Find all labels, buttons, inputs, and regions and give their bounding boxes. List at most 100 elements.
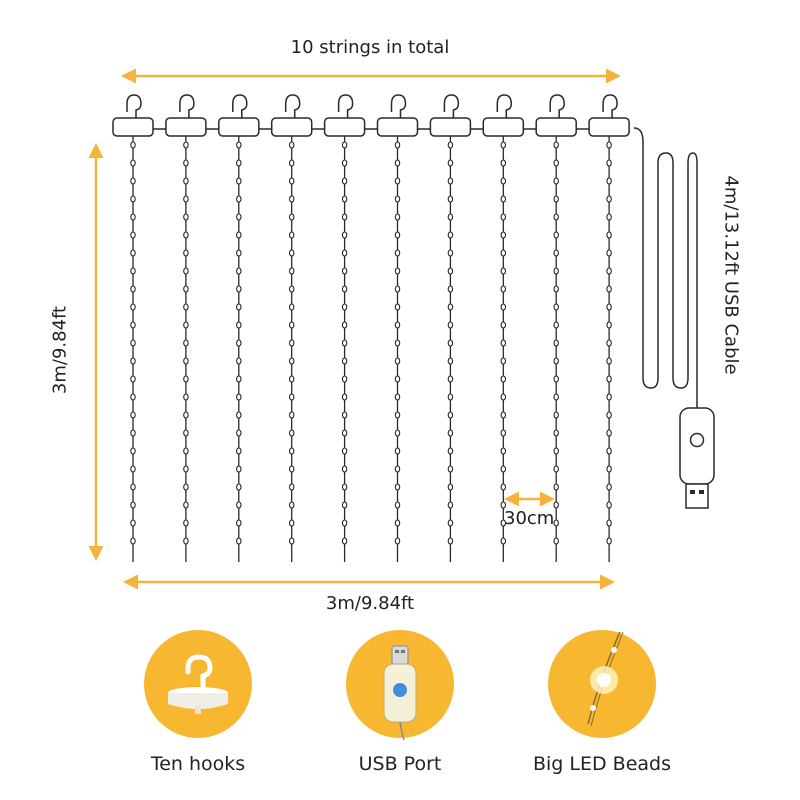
led-bead	[553, 159, 559, 167]
led-bead	[447, 429, 454, 437]
hook-icon	[232, 94, 248, 118]
led-bead	[236, 195, 242, 203]
led-bead	[553, 411, 559, 419]
light-string	[429, 94, 472, 562]
led-bead	[553, 321, 559, 329]
led-bead	[236, 375, 242, 383]
led-bead	[394, 429, 401, 437]
led-bead	[341, 321, 348, 329]
led-bead	[447, 339, 454, 347]
led-bead	[553, 339, 559, 347]
led-bead	[447, 411, 454, 419]
led-bead	[288, 303, 295, 311]
led-bead	[394, 177, 401, 185]
led-bead	[500, 177, 507, 185]
led-bead	[183, 321, 189, 329]
led-bead	[394, 357, 401, 365]
led-bead	[394, 303, 401, 311]
hook-base	[588, 117, 630, 137]
hook-icon	[168, 654, 228, 714]
hook-icon	[126, 94, 142, 118]
led-bead	[288, 393, 295, 401]
led-bead	[500, 519, 507, 527]
led-bead	[606, 249, 612, 257]
led-bead	[130, 411, 136, 419]
led-bead	[236, 411, 242, 419]
led-bead	[288, 321, 295, 329]
led-bead	[288, 465, 295, 473]
led-bead	[606, 321, 612, 329]
led-bead	[130, 195, 136, 203]
led-bead	[288, 177, 295, 185]
led-bead	[500, 357, 507, 365]
led-bead	[553, 285, 559, 293]
led-bead	[606, 339, 612, 347]
led-bead	[394, 375, 401, 383]
string-spacing-label: 30cm	[504, 508, 555, 529]
hook-base	[376, 117, 419, 137]
led-bead	[130, 285, 136, 293]
led-bead	[341, 465, 348, 473]
led-bead	[606, 141, 612, 149]
hook-base	[429, 117, 472, 137]
led-bead	[236, 249, 242, 257]
led-bead	[553, 141, 559, 149]
led-bead	[341, 375, 348, 383]
led-bead	[130, 393, 136, 401]
led-bead	[500, 321, 507, 329]
height-label: 3m/9.84ft	[49, 305, 71, 395]
led-bead	[288, 285, 295, 293]
led-bead	[236, 483, 242, 491]
led-bead	[553, 501, 559, 509]
led-bead	[341, 285, 348, 293]
hook-icon	[549, 94, 565, 118]
led-bead	[288, 537, 295, 545]
led-bead	[500, 231, 507, 239]
led-bead	[341, 429, 348, 437]
led-bead	[130, 375, 136, 383]
led-bead	[606, 501, 612, 509]
led-bead	[130, 177, 136, 185]
led-bead	[236, 141, 242, 149]
led-bead	[553, 249, 559, 257]
led-bead	[500, 465, 507, 473]
led-bead	[447, 195, 454, 203]
led-bead	[183, 357, 189, 365]
led-bead	[130, 267, 136, 275]
led-bead	[341, 447, 348, 455]
led-bead	[606, 357, 612, 365]
led-bead	[130, 447, 136, 455]
led-bead	[606, 213, 612, 221]
led-bead	[447, 321, 454, 329]
led-bead	[394, 213, 401, 221]
led-bead	[288, 213, 295, 221]
led-bead	[236, 303, 242, 311]
led-bead	[288, 483, 295, 491]
feature-usb	[346, 630, 454, 741]
led-bead	[236, 267, 242, 275]
led-bead	[500, 375, 507, 383]
led-bead	[500, 249, 507, 257]
led-bead	[183, 447, 189, 455]
led-bead	[236, 429, 242, 437]
led-bead	[447, 483, 454, 491]
led-bead	[447, 177, 454, 185]
led-bead	[236, 159, 242, 167]
led-bead	[288, 195, 295, 203]
led-bead	[394, 519, 401, 527]
led-bead	[606, 519, 612, 527]
led-bead	[394, 339, 401, 347]
led-bead	[447, 393, 454, 401]
led-bead	[606, 483, 612, 491]
led-bead	[606, 465, 612, 473]
led-bead	[553, 267, 559, 275]
led-bead	[500, 447, 507, 455]
led-bead	[553, 303, 559, 311]
led-bead	[394, 501, 401, 509]
led-bead	[236, 285, 242, 293]
led-bead	[447, 465, 454, 473]
led-bead	[341, 519, 348, 527]
led-bead	[394, 141, 401, 149]
led-bead	[553, 177, 559, 185]
